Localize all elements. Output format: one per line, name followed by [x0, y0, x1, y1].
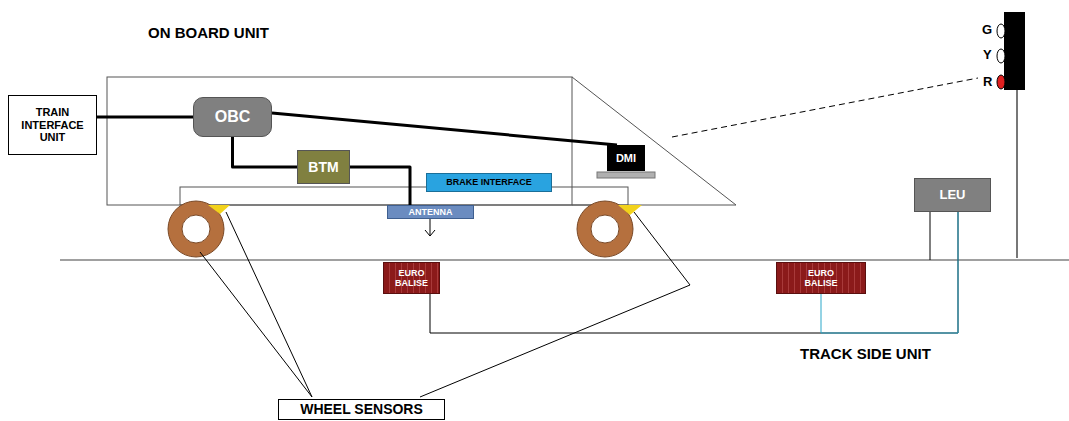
node-text: EURO BALISE	[387, 268, 437, 289]
wire	[272, 113, 617, 145]
node-text: WHEEL SENSORS	[300, 401, 423, 417]
node-text: OBC	[215, 108, 251, 126]
wheel-hub	[182, 215, 210, 243]
dmi-screen: DMI	[607, 145, 645, 171]
train-body	[107, 77, 572, 205]
antenna-symbol	[425, 230, 435, 236]
leader-line	[226, 212, 312, 397]
wire	[97, 116, 193, 119]
node-text: BRAKE INTERFACE	[446, 177, 532, 187]
antenna-box: ANTENNA	[387, 205, 474, 219]
signal-head	[1004, 12, 1025, 90]
lamp-letter: G	[982, 22, 992, 37]
node-text: BTM	[308, 159, 338, 175]
brake-interface-box: BRAKE INTERFACE	[426, 173, 552, 192]
node-text: EURO BALISE	[796, 268, 846, 289]
leader-line	[200, 252, 312, 397]
wheel-hub	[591, 215, 619, 243]
wheel-sensor	[618, 205, 642, 215]
train-nose	[572, 77, 736, 205]
leu-leg	[930, 212, 931, 260]
interface-box: TRAIN INTERFACE UNIT	[8, 95, 97, 155]
node-text: TRAIN INTERFACE UNIT	[9, 106, 96, 144]
ground-line	[60, 259, 1069, 261]
leu-box: LEU	[914, 178, 991, 212]
antenna-symbol	[430, 219, 431, 236]
leader-line	[634, 212, 690, 285]
wire	[350, 167, 410, 205]
wire	[233, 137, 298, 167]
lamp-letter: R	[983, 74, 992, 89]
callout-box: WHEEL SENSORS	[278, 399, 445, 420]
balise-box: EURO BALISE	[776, 262, 866, 294]
signal-lamp	[997, 75, 1005, 89]
section-title: ON BOARD UNIT	[148, 24, 269, 41]
balise-box: EURO BALISE	[383, 262, 440, 294]
node-text: DMI	[616, 152, 636, 165]
signal-pole	[1016, 88, 1018, 258]
wire	[430, 212, 958, 333]
leader-line	[420, 285, 690, 397]
node-text: ANTENNA	[409, 207, 453, 217]
obc-box: OBC	[193, 97, 272, 137]
signal-lamp	[997, 24, 1005, 38]
node-text: LEU	[940, 188, 966, 203]
dmi-base	[597, 172, 655, 178]
underframe	[180, 187, 628, 205]
lamp-letter: Y	[983, 47, 992, 62]
signal-lamp	[997, 49, 1005, 63]
btm-box: BTM	[297, 150, 350, 184]
sight-line	[672, 78, 978, 137]
section-title: TRACK SIDE UNIT	[800, 345, 931, 362]
